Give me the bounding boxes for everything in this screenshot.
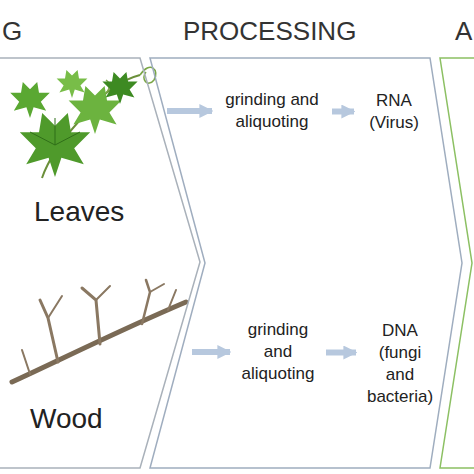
- sample-label: Wood: [8, 403, 188, 435]
- process-step: grinding and aliquoting: [216, 87, 328, 135]
- flow-arrow: [332, 109, 354, 115]
- vine-wood: [12, 280, 186, 382]
- panel-heading: PROCESSING: [150, 16, 465, 46]
- flow-arrow: [192, 349, 230, 355]
- flow-arrow: [167, 108, 212, 114]
- process-step: grinding and aliquoting: [234, 317, 322, 387]
- grape-leaves: [10, 67, 156, 178]
- processing-panel: PROCESSINGgrinding and aliquotingRNA (Vi…: [150, 58, 465, 468]
- chevron-outline: [440, 58, 474, 468]
- sampling-panel: GLeavesWood: [0, 58, 200, 468]
- panel-heading: G: [0, 16, 200, 46]
- step-text: DNA (fungi and bacteria): [364, 320, 436, 408]
- leaves-sample: Leaves: [8, 60, 163, 228]
- result-box: RNA (Virus): [358, 88, 430, 136]
- sample-label: Leaves: [8, 196, 163, 228]
- step-text: grinding and aliquoting: [220, 89, 324, 133]
- panel-heading: A: [440, 16, 474, 46]
- wood-sample: Wood: [8, 285, 188, 435]
- step-text: grinding and aliquoting: [238, 319, 318, 385]
- result-box: DNA (fungi and bacteria): [360, 318, 440, 410]
- flow-arrow: [326, 350, 356, 356]
- step-text: RNA (Virus): [362, 90, 426, 134]
- analysis-panel: A: [440, 58, 474, 468]
